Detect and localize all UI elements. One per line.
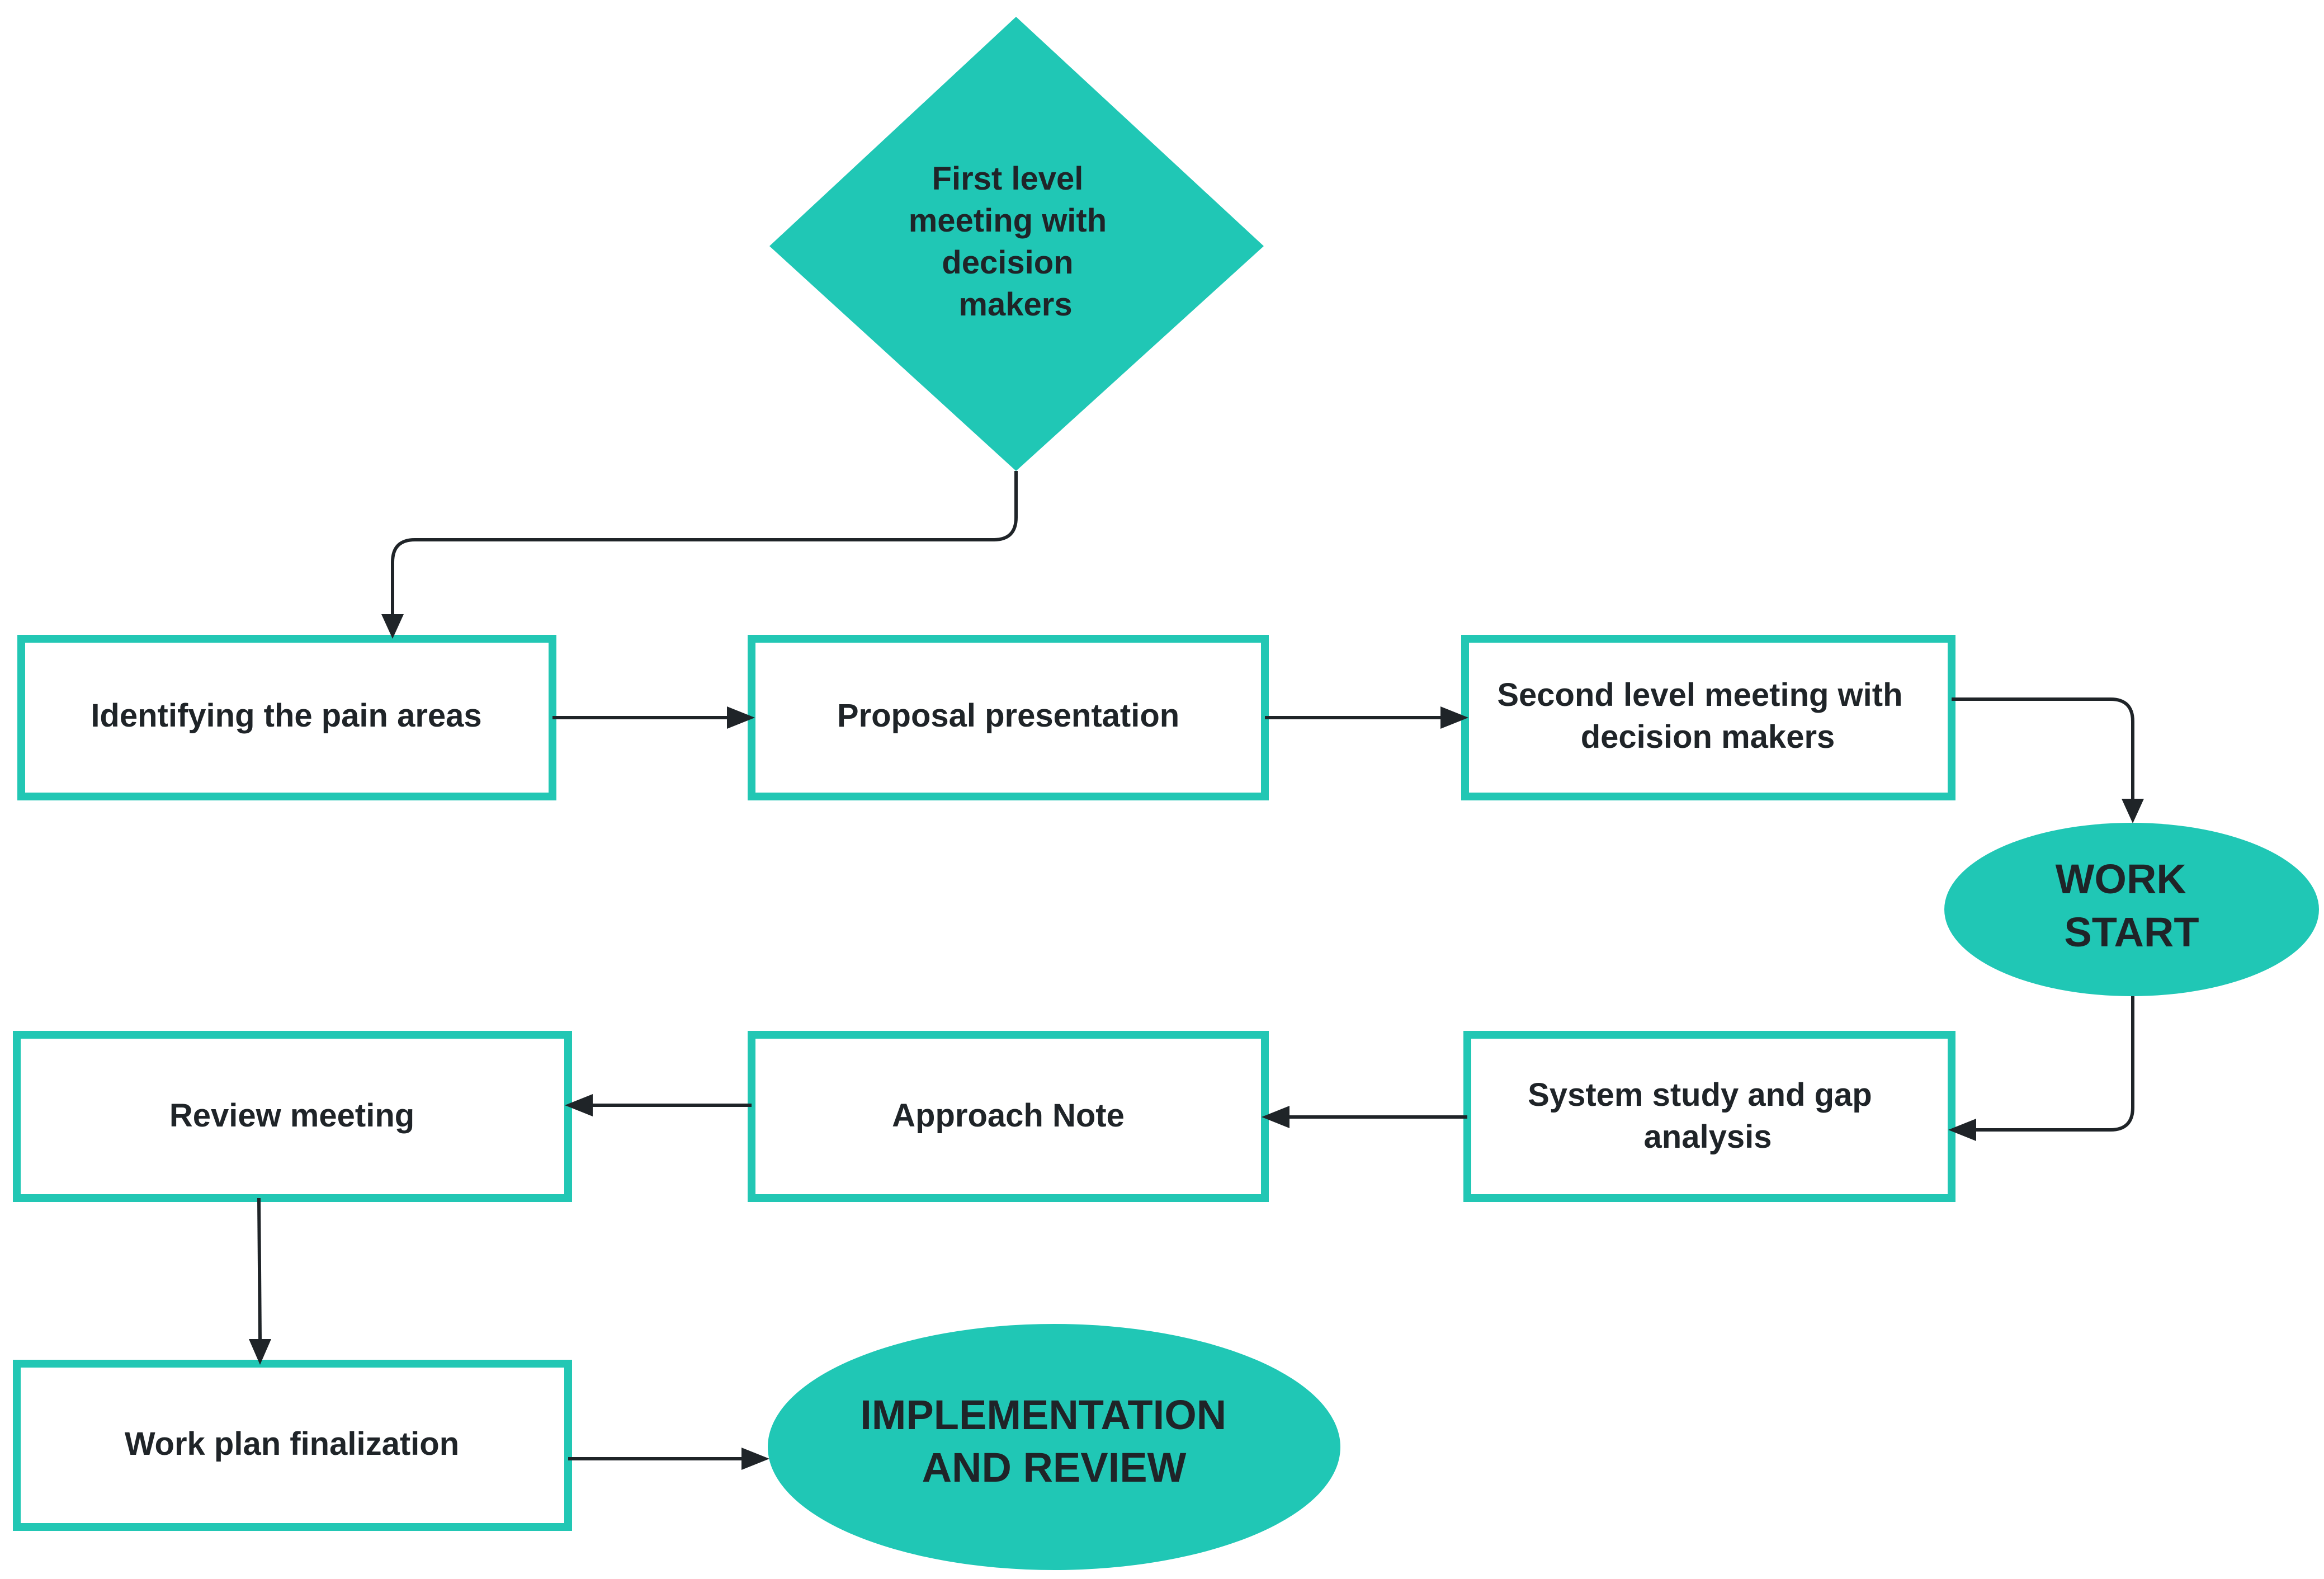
connector-pain-areas-to-proposal: [552, 706, 755, 729]
arrowhead-down: [2122, 799, 2144, 823]
connector-approach-note-to-review-meeting: [565, 1094, 752, 1116]
first-level-meeting-line-3: decision: [942, 244, 1073, 281]
connector-line: [1952, 697, 2134, 799]
node-review-meeting: Review meeting: [13, 1031, 572, 1202]
arrowhead-left: [565, 1094, 593, 1116]
review-meeting-box: [13, 1031, 572, 1202]
work-start-line-2: START: [2064, 909, 2199, 955]
system-study-line-1: System study and gap: [1528, 1077, 1872, 1113]
approach-note-label: Approach Note: [892, 1097, 1125, 1134]
second-level-meeting-box: [1461, 635, 1955, 800]
implementation-line-2: AND REVIEW: [922, 1444, 1187, 1491]
second-level-meeting-line-2: decision makers: [1581, 719, 1835, 755]
first-level-meeting-line-2: meeting with: [909, 202, 1107, 239]
connector-second-meeting-to-work-start: [1952, 697, 2144, 823]
arrowhead-left: [1948, 1119, 1976, 1141]
work-plan-box: [13, 1360, 572, 1531]
connector-system-study-to-approach-note: [1262, 1106, 1467, 1128]
proposal-presentation-label: Proposal presentation: [837, 697, 1179, 734]
system-study-label: System study and gap analysis: [1528, 1077, 1881, 1155]
node-first-level-meeting: First level meeting with decision makers: [769, 17, 1264, 471]
first-level-meeting-label: First level meeting with decision makers: [909, 161, 1116, 323]
connector-line: [257, 1198, 262, 1340]
system-study-box: [1463, 1031, 1955, 1202]
work-start-ellipse: [1944, 823, 2319, 996]
work-start-line-1: WORK: [2056, 856, 2186, 902]
work-start-label: WORK START: [2056, 856, 2199, 955]
approach-note-box: [748, 1031, 1269, 1202]
node-second-level-meeting: Second level meeting with decision maker…: [1461, 635, 1955, 800]
node-approach-note: Approach Note: [748, 1031, 1269, 1202]
node-proposal-presentation: Proposal presentation: [748, 635, 1269, 800]
connector-work-start-to-system-study: [1948, 996, 2134, 1141]
arrowhead-right: [1440, 706, 1468, 729]
arrowhead-down: [249, 1339, 271, 1365]
system-study-line-2: analysis: [1644, 1119, 1772, 1155]
arrowhead-right: [741, 1448, 769, 1470]
work-plan-label: Work plan finalization: [125, 1426, 459, 1462]
connector-review-meeting-to-work-plan: [249, 1198, 271, 1365]
arrowhead-right: [727, 706, 755, 729]
first-level-meeting-diamond: [769, 17, 1264, 471]
first-level-meeting-line-1: First level: [932, 161, 1084, 197]
second-level-meeting-label: Second level meeting with decision maker…: [1497, 677, 1911, 755]
connector-first-meeting-to-pain-areas: [381, 471, 1018, 639]
connector-line: [391, 471, 1018, 614]
arrowhead-down: [381, 614, 404, 639]
identifying-pain-areas-box: [17, 635, 556, 800]
node-work-start: WORK START: [1944, 823, 2319, 996]
node-identifying-pain-areas: Identifying the pain areas: [17, 635, 556, 800]
node-implementation: IMPLEMENTATION AND REVIEW: [768, 1324, 1340, 1570]
first-level-meeting-line-4: makers: [958, 286, 1072, 323]
arrowhead-left: [1262, 1106, 1289, 1128]
review-meeting-label: Review meeting: [169, 1097, 414, 1134]
connector-line: [1976, 996, 2134, 1132]
implementation-label: IMPLEMENTATION AND REVIEW: [860, 1392, 1238, 1491]
node-system-study: System study and gap analysis: [1463, 1031, 1955, 1202]
connector-work-plan-to-implementation: [568, 1448, 769, 1470]
proposal-presentation-box: [748, 635, 1269, 800]
node-work-plan: Work plan finalization: [13, 1360, 572, 1531]
second-level-meeting-line-1: Second level meeting with: [1497, 677, 1902, 713]
connector-proposal-to-second-meeting: [1265, 706, 1468, 729]
identifying-pain-areas-label: Identifying the pain areas: [91, 697, 481, 734]
implementation-ellipse: [768, 1324, 1340, 1570]
implementation-line-1: IMPLEMENTATION: [860, 1392, 1226, 1438]
